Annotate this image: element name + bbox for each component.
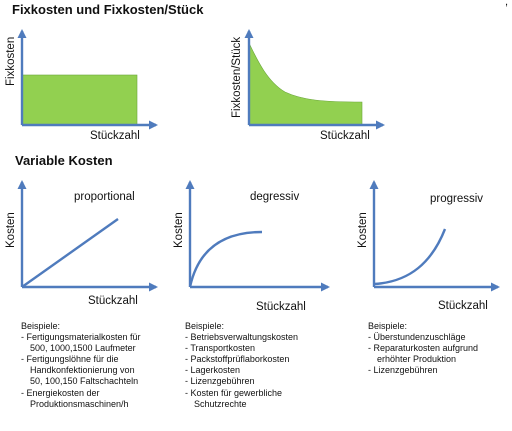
progressive-x-label: Stückzahl	[438, 300, 488, 312]
progressive-examples: Beispiele: - Überstundenzuschläge - Repa…	[368, 321, 508, 376]
example-item: - Energiekosten der Produktionsmaschinen…	[21, 387, 129, 409]
example-item: - Betriebsverwaltungskosten	[185, 332, 299, 343]
fixed-costs-x-label: Stückzahl	[90, 130, 140, 142]
degressive-examples: Beispiele: - Betriebsverwaltungskosten -…	[185, 321, 345, 410]
example-item: - Lagerkosten	[185, 365, 241, 376]
per-unit-x-label: Stückzahl	[320, 130, 370, 142]
chart-fixed-per-unit	[244, 29, 385, 130]
chart-fixed-costs	[17, 29, 158, 130]
example-item: - Packstoffprüflaborkosten	[185, 354, 290, 365]
examples-heading: Beispiele:	[368, 321, 408, 331]
variable-costs-title: Variable Kosten	[15, 153, 113, 168]
fixed-cost-area	[21, 74, 138, 126]
chart-progressive	[369, 180, 500, 292]
example-item: - Überstundenzuschläge	[368, 332, 466, 343]
example-item: - Kosten für gewerbliche Schutzrechte	[185, 387, 283, 409]
chart-proportional	[17, 180, 158, 292]
proportional-examples: Beispiele: - Fertigungsmaterialkosten fü…	[21, 321, 181, 410]
per-unit-y-label: Fixkosten/Stück	[231, 36, 243, 118]
degressive-curve	[188, 230, 263, 288]
proportional-curve	[21, 218, 119, 288]
example-item: - Fertigungslöhne für die Handkonfektion…	[21, 354, 139, 387]
fixed-costs-y-label: Fixkosten	[5, 36, 17, 86]
examples-heading: Beispiele:	[21, 321, 61, 331]
chart-degressive	[185, 180, 330, 292]
example-item: - Lizenzgebühren	[368, 365, 438, 376]
proportional-x-label: Stückzahl	[88, 295, 138, 307]
progressive-curve	[373, 228, 447, 286]
example-item: - Reparaturkosten aufgrund erhöhter Prod…	[368, 343, 479, 365]
degressive-y-label: Kosten	[173, 212, 185, 248]
examples-heading: Beispiele:	[185, 321, 225, 331]
fixed-costs-title: Fixkosten und Fixkosten/Stück	[12, 2, 204, 17]
degressive-x-label: Stückzahl	[256, 301, 306, 313]
progressive-title: progressiv	[430, 193, 484, 205]
proportional-title: proportional	[74, 191, 135, 203]
corner-mark: ,	[505, 0, 509, 8]
example-item: - Transportkosten	[185, 343, 256, 354]
progressive-y-label: Kosten	[357, 212, 369, 248]
degressive-title: degressiv	[250, 191, 300, 203]
example-item: - Fertigungsmaterialkosten für 500, 1000…	[21, 332, 141, 354]
per-unit-area	[248, 42, 363, 126]
example-item: - Lizenzgebühren	[185, 376, 255, 387]
proportional-y-label: Kosten	[5, 212, 17, 248]
